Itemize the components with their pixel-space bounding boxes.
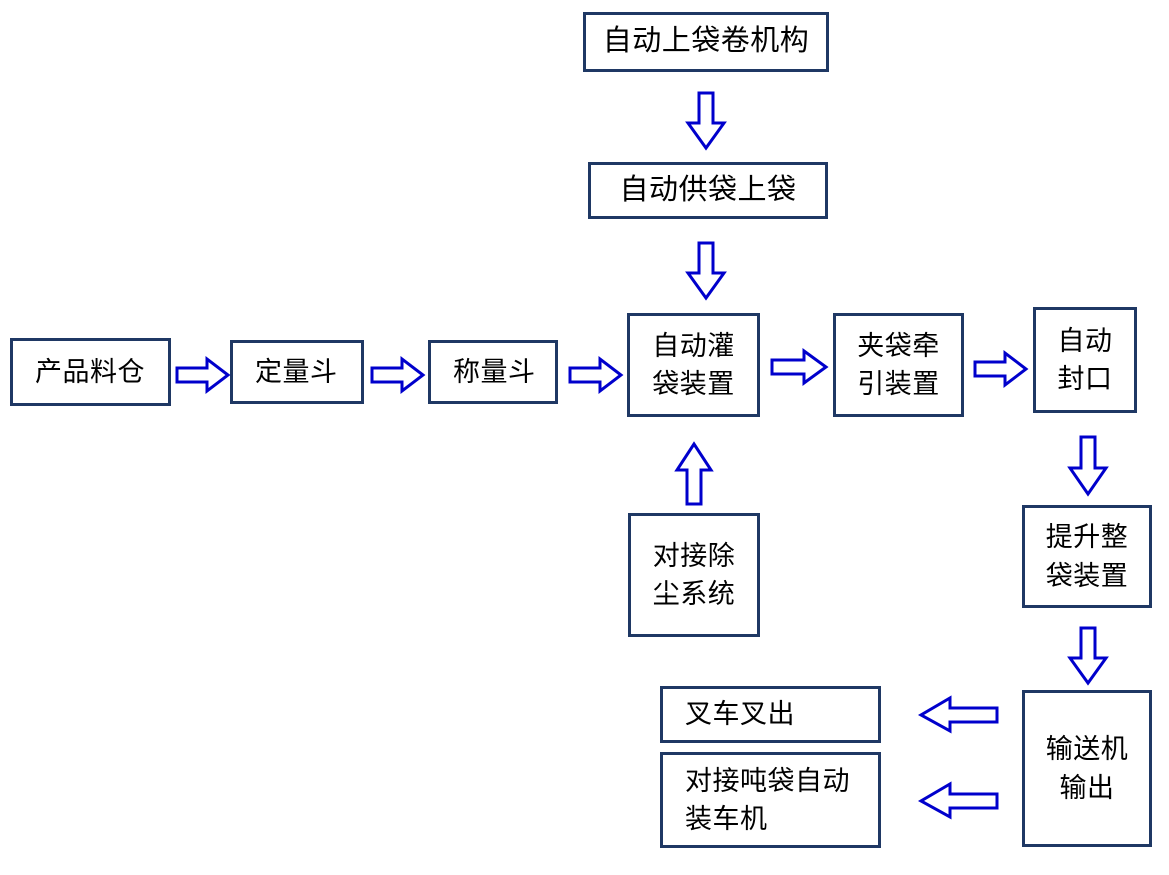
arrow-down-sealing-to-lift bbox=[1067, 435, 1109, 497]
arrow-right-weighing-to-filler bbox=[568, 355, 624, 395]
node-ton-bag-loader[interactable]: 对接吨袋自动 装车机 bbox=[660, 752, 881, 848]
node-forklift-out[interactable]: 叉车叉出 bbox=[660, 686, 881, 743]
node-bag-lift-shaper[interactable]: 提升整 袋装置 bbox=[1022, 505, 1152, 608]
arrow-right-clamp-to-sealing bbox=[973, 349, 1029, 389]
arrow-left-conveyor-to-forklift bbox=[917, 695, 999, 734]
arrow-left-conveyor-to-tonbag bbox=[917, 781, 999, 820]
node-auto-bag-filler[interactable]: 自动灌 袋装置 bbox=[627, 313, 760, 417]
arrow-down-feed-to-filler bbox=[685, 241, 727, 301]
node-dust-removal-system[interactable]: 对接除 尘系统 bbox=[628, 513, 760, 637]
arrow-right-silo-to-dosing bbox=[175, 355, 231, 395]
node-auto-bag-roll[interactable]: 自动上袋卷机构 bbox=[583, 12, 829, 72]
node-dosing-hopper[interactable]: 定量斗 bbox=[230, 340, 364, 404]
node-auto-bag-feed[interactable]: 自动供袋上袋 bbox=[588, 162, 828, 219]
arrow-right-dosing-to-weighing bbox=[370, 355, 426, 395]
arrow-down-lift-to-conveyor bbox=[1067, 626, 1109, 686]
arrow-down-roll-to-feed bbox=[685, 91, 727, 151]
node-product-silo[interactable]: 产品料仓 bbox=[10, 338, 171, 406]
arrow-right-filler-to-clamp bbox=[770, 348, 829, 386]
node-conveyor-output[interactable]: 输送机 输出 bbox=[1022, 690, 1152, 847]
arrow-up-dust-to-filler bbox=[674, 441, 714, 506]
node-bag-clamp-puller[interactable]: 夹袋牵 引装置 bbox=[833, 313, 964, 417]
node-weighing-hopper[interactable]: 称量斗 bbox=[428, 340, 558, 404]
node-auto-sealing[interactable]: 自动 封口 bbox=[1033, 307, 1137, 413]
